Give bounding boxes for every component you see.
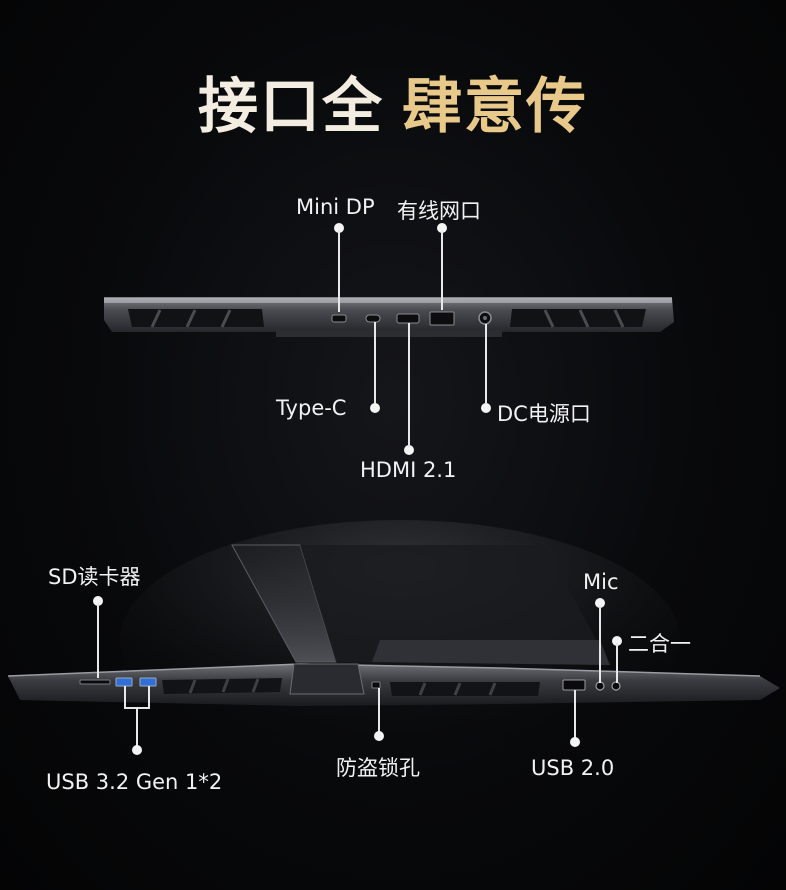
label-type-c: Type-C — [276, 396, 347, 420]
line-usb32 — [136, 707, 138, 747]
usb32-port-1 — [115, 677, 133, 687]
dot-dc — [481, 403, 491, 413]
label-mini-dp: Mini DP — [296, 195, 375, 219]
dot-mini-dp — [334, 223, 344, 233]
rear-vent-right — [510, 309, 646, 327]
sd-slot — [79, 679, 111, 685]
label-lan: 有线网口 — [397, 199, 481, 223]
line-hdmi — [408, 323, 410, 447]
headline: 接口全肆意传 — [0, 58, 786, 145]
line-dc — [485, 324, 487, 404]
dot-type-c — [370, 403, 380, 413]
lan-port — [429, 311, 455, 326]
dot-usb20 — [570, 737, 580, 747]
dot-mic — [595, 598, 605, 608]
label-usb32: USB 3.2 Gen 1*2 — [46, 770, 223, 794]
line-type-c — [374, 322, 376, 404]
lock-slot — [371, 681, 381, 689]
minidp-port — [331, 314, 347, 323]
label-usb20: USB 2.0 — [531, 756, 615, 780]
line-combo — [616, 643, 618, 683]
line-mic — [599, 605, 601, 683]
line-lock — [378, 688, 380, 734]
label-dc: DC电源口 — [497, 402, 591, 426]
dot-hdmi — [404, 445, 414, 455]
label-mic: Mic — [583, 570, 619, 594]
label-sd: SD读卡器 — [48, 565, 141, 589]
headline-part2: 肆意传 — [402, 72, 588, 142]
line-lan — [441, 230, 443, 310]
hdmi-port — [396, 313, 420, 324]
label-combo: 二合一 — [628, 632, 691, 656]
dot-sd — [93, 596, 103, 606]
line-mini-dp — [338, 230, 340, 312]
usb20-port — [562, 679, 586, 691]
headline-part1: 接口全 — [198, 72, 384, 142]
line-usb20 — [574, 690, 576, 738]
dot-lan — [437, 223, 447, 233]
combo-jack — [611, 681, 621, 691]
line-usb32-a — [124, 686, 126, 708]
label-lock: 防盗锁孔 — [336, 756, 420, 780]
dot-combo — [612, 636, 622, 646]
rear-vent-left — [128, 309, 264, 327]
mic-jack — [595, 681, 605, 691]
typec-port — [365, 314, 381, 323]
label-hdmi: HDMI 2.1 — [360, 458, 457, 482]
side-vent-right — [390, 682, 540, 696]
dot-lock — [374, 731, 384, 741]
dot-usb32 — [132, 745, 142, 755]
usb32-port-2 — [139, 677, 157, 687]
line-usb32-b — [148, 686, 150, 708]
line-sd — [97, 603, 99, 678]
